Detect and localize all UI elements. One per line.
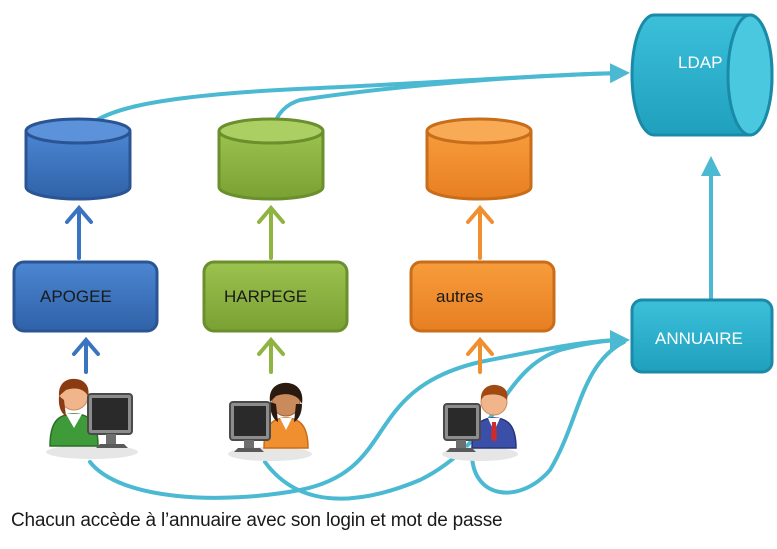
user-at-computer-icon	[46, 378, 138, 459]
apogee-label: APOGEE	[40, 287, 112, 306]
autres-label: autres	[436, 287, 483, 306]
arrow-harpege-db	[257, 204, 285, 260]
connectors	[76, 63, 721, 501]
arrow-autres-db	[466, 204, 494, 260]
annuaire-label: ANNUAIRE	[655, 329, 743, 348]
ldap-node: LDAP	[630, 13, 774, 137]
arrow-apogee-db	[65, 204, 93, 260]
harpege-db	[217, 117, 325, 201]
annuaire-node: ANNUAIRE	[630, 298, 774, 374]
connector-user3-annuaire	[469, 340, 626, 495]
arrow-user3-autres	[466, 336, 494, 374]
connector-user1-annuaire	[88, 330, 630, 500]
connector-apogee-ldap	[76, 63, 630, 148]
ldap-label: LDAP	[678, 53, 722, 72]
apogee-db	[24, 117, 132, 201]
autres-db	[425, 117, 533, 201]
user-at-computer-icon	[228, 382, 312, 461]
harpege-node: HARPEGE	[202, 260, 349, 333]
harpege-label: HARPEGE	[224, 287, 307, 306]
user-at-computer-icon	[442, 384, 518, 461]
arrow-user2-harpege	[257, 336, 285, 374]
diagram-caption: Chacun accède à l’annuaire avec son logi…	[11, 510, 503, 531]
autres-node: autres	[409, 260, 556, 333]
arrow-user1-apogee	[72, 336, 100, 374]
apogee-node: APOGEE	[12, 260, 159, 333]
